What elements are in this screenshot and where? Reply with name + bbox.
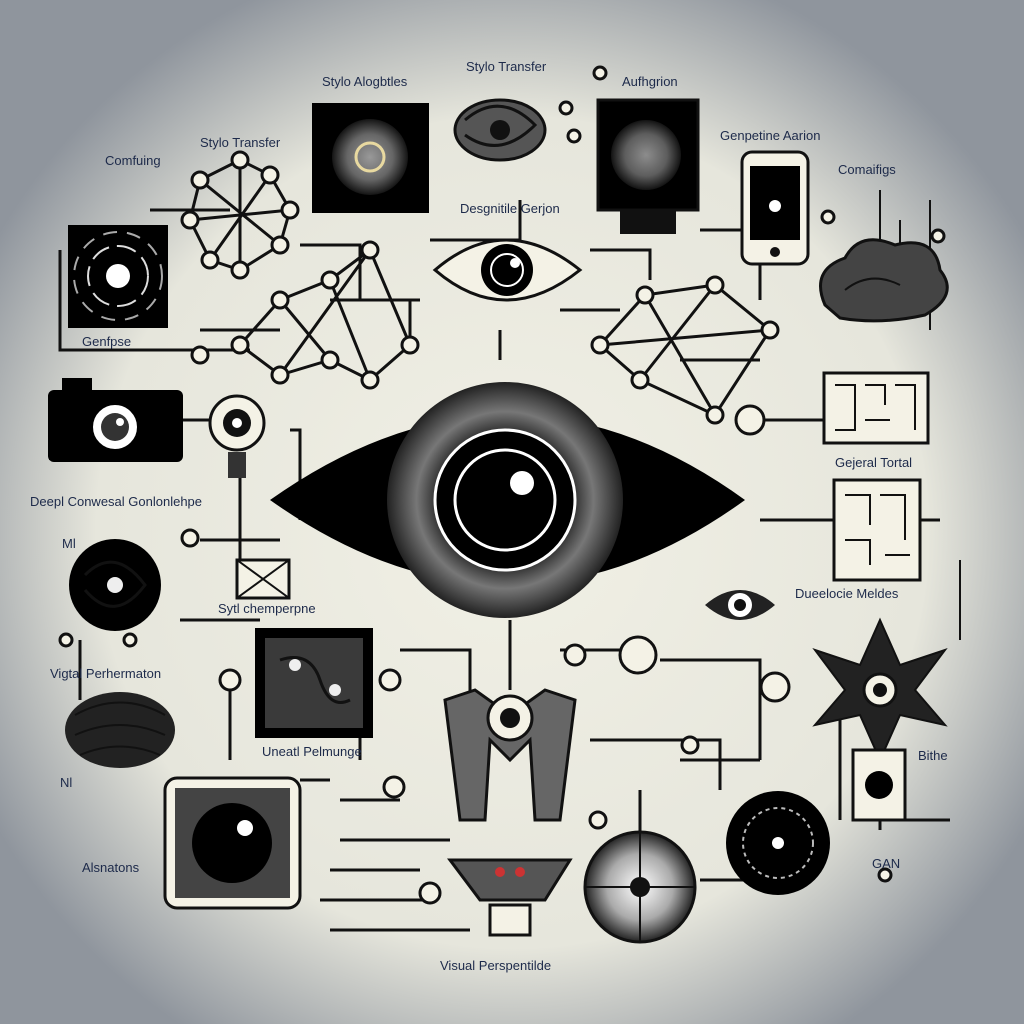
knot-icon <box>453 98 547 162</box>
label-general-left: Genfpse <box>82 334 131 349</box>
label-style-algorithms: Stylo Alogbtles <box>322 74 408 89</box>
label-developing-models: Dueelocie Meldes <box>795 586 899 601</box>
robot-icon <box>443 688 577 937</box>
computing-frame-icon <box>68 225 168 328</box>
dotted-sphere-icon <box>583 830 697 944</box>
label-computing-left: Comfuing <box>105 153 161 168</box>
label-style-enhancement: Sytl chemperpne <box>218 601 316 616</box>
lens-icon <box>208 394 266 478</box>
circuit-panel-icon <box>822 371 930 582</box>
label-style-transfer-top: Stylo Transfer <box>466 59 547 74</box>
sphere-frame-icon <box>163 776 302 910</box>
style-enhancement-icon <box>235 558 291 600</box>
cloud-icon <box>819 238 949 323</box>
mesh-network-icon <box>230 240 420 390</box>
label-gan: GAN <box>872 856 900 871</box>
label-deep-convolutional: Deepl Conwesal Gonlonlehpe <box>30 494 202 509</box>
circuit-board-icon <box>255 628 373 738</box>
label-mi: Ml <box>62 536 76 551</box>
label-general-tutorial: Gejeral Tortal <box>835 455 912 470</box>
diagram-labels: Stylo Alogbtles Stylo Transfer Aufhgrion… <box>30 59 948 973</box>
label-augmentation: Alsnatons <box>82 860 140 875</box>
central-eye-icon <box>270 382 745 618</box>
authentication-frame-icon <box>596 98 700 234</box>
label-visual-perception-module: Visual Perspentilde <box>440 958 551 973</box>
label-generative: Genpetine Aarion <box>720 128 820 143</box>
network-sphere-icon <box>726 791 830 895</box>
label-style-transfer-left: Stylo Transfer <box>200 135 281 150</box>
label-nl: Nl <box>60 775 72 790</box>
label-visual-performance: Vigtal Perhermaton <box>50 666 161 681</box>
small-eye-icon <box>705 590 775 620</box>
label-computing-right: Comaifigs <box>838 162 896 177</box>
label-authentication: Aufhgrion <box>622 74 678 89</box>
smartphone-icon <box>740 150 810 266</box>
visual-performance-icon <box>65 692 175 768</box>
label-usable-paradigms: Uneatl Pelmunge <box>262 744 362 759</box>
gear-knot-icon <box>69 539 161 631</box>
style-algorithms-frame-icon <box>312 103 429 213</box>
connector-nodes <box>58 65 946 905</box>
right-network-icon <box>590 275 780 425</box>
eye-icon <box>432 238 583 302</box>
label-bithe: Bithe <box>918 748 948 763</box>
neural-network-icon <box>180 150 300 280</box>
label-designing-region: Desgnitile Gerjon <box>460 201 560 216</box>
camera-icon <box>48 378 183 462</box>
bithe-frame-icon <box>851 748 907 822</box>
